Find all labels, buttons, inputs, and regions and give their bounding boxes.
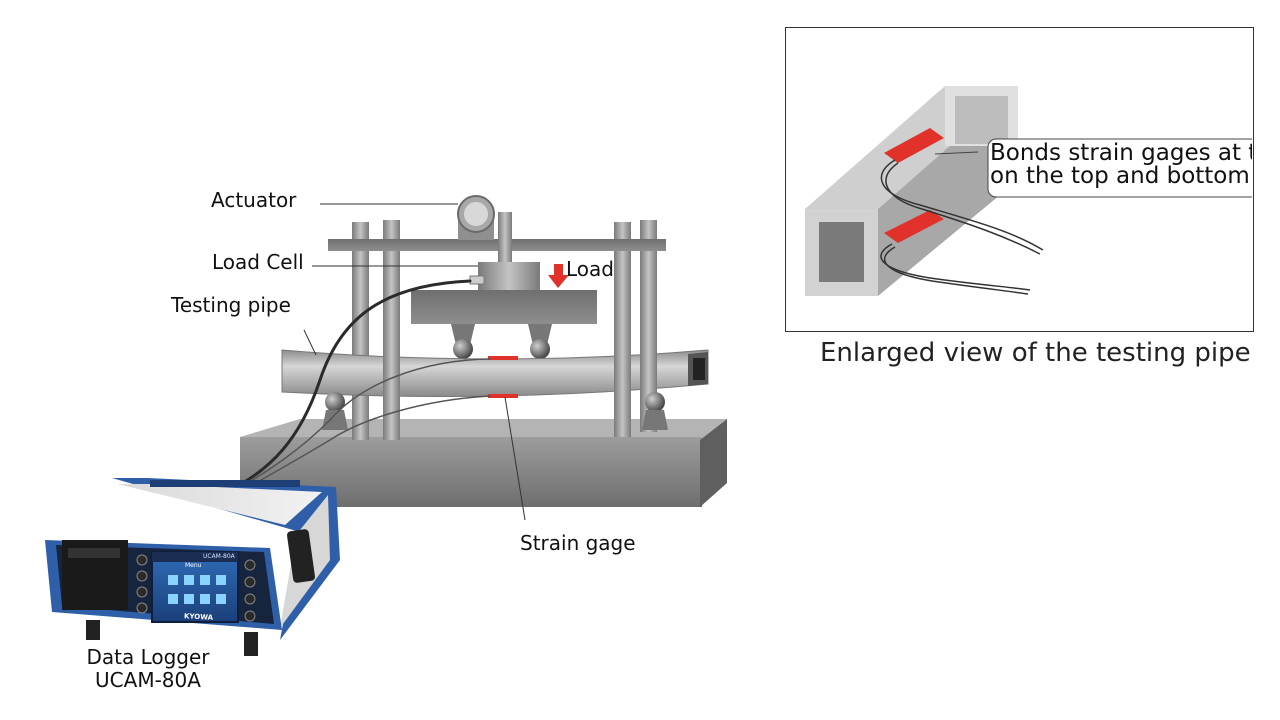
data-logger-label-line-1: Data Logger bbox=[86, 645, 210, 669]
callout-label: Bonds strain gages at the center on the … bbox=[990, 142, 1252, 188]
pipe-supports bbox=[322, 392, 668, 430]
actuator bbox=[457, 195, 512, 262]
strain-gage-label: Strain gage bbox=[520, 531, 636, 555]
inset-caption: Enlarged view of the testing pipe bbox=[820, 338, 1251, 368]
device-screen-title: Menu bbox=[185, 562, 202, 569]
callout-label-line-2: on the top and bottom surface bbox=[990, 163, 1252, 188]
loading-beam bbox=[411, 290, 597, 359]
device-brand: KYOWA bbox=[183, 612, 214, 622]
testing-pipe-label: Testing pipe bbox=[171, 293, 291, 317]
strain-gage-top bbox=[488, 356, 518, 360]
load-arrow-icon bbox=[548, 264, 569, 288]
load-label: Load bbox=[566, 257, 614, 281]
actuator-label: Actuator bbox=[211, 188, 297, 212]
data-logger bbox=[45, 478, 340, 656]
load-cell bbox=[469, 262, 540, 290]
cables bbox=[228, 279, 491, 493]
data-logger-label: Data Logger UCAM-80A bbox=[70, 646, 226, 692]
device-model: UCAM-80A bbox=[203, 553, 235, 560]
top-crossbar bbox=[328, 239, 666, 251]
callout-label-line-1: Bonds strain gages at the center bbox=[990, 142, 1252, 166]
data-logger-label-line-2: UCAM-80A bbox=[95, 668, 201, 692]
cooling-vents bbox=[150, 480, 300, 487]
leader-lines bbox=[303, 203, 526, 521]
strain-gage-bottom bbox=[488, 394, 518, 398]
load-cell-label: Load Cell bbox=[212, 250, 304, 274]
